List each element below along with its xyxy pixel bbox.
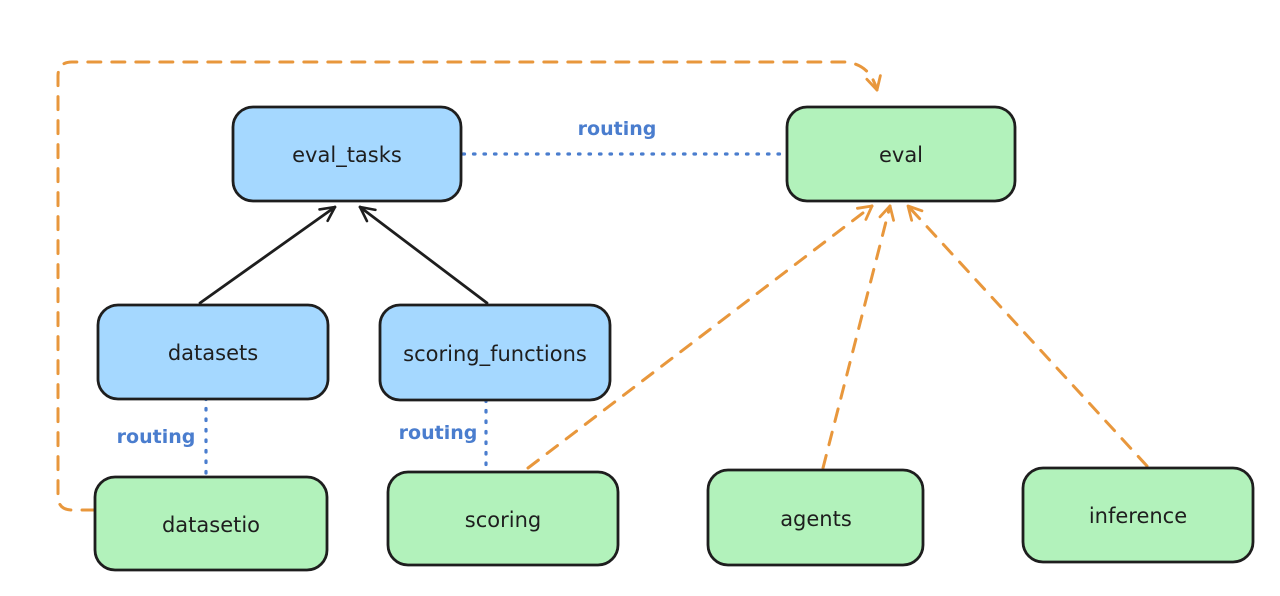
- node-eval-tasks: eval_tasks: [231, 105, 463, 203]
- node-datasets-label: datasets: [168, 341, 258, 365]
- node-inference-label: inference: [1089, 504, 1187, 528]
- edge-scoring-functions-to-eval-tasks-arrow: [358, 205, 489, 305]
- node-eval-box: [785, 105, 1017, 203]
- node-datasetio-box: [93, 475, 329, 572]
- node-scoring-functions: scoring_functions: [378, 303, 612, 402]
- node-eval-label: eval: [879, 143, 923, 167]
- routing-label-eval-tasks-eval: routing: [578, 118, 657, 140]
- edge-agents-to-eval-arrow: [821, 204, 895, 470]
- node-inference-box: [1021, 466, 1255, 564]
- node-agents-label: agents: [780, 507, 852, 531]
- node-scoring-functions-box: [378, 303, 612, 402]
- node-agents: agents: [706, 468, 925, 567]
- node-scoring-box: [386, 470, 620, 567]
- node-datasets-box: [96, 303, 330, 401]
- edge-datasetio-to-eval-loop-arrow: [56, 60, 882, 512]
- edge-datasets-to-eval-tasks-arrow: [198, 205, 337, 305]
- node-datasetio-label: datasetio: [162, 513, 260, 537]
- node-agents-box: [706, 468, 925, 567]
- routing-label-scoring-functions-scoring: routing: [399, 422, 478, 444]
- routing-label-datasets-datasetio: routing: [117, 426, 196, 448]
- node-scoring: scoring: [386, 470, 620, 567]
- node-datasetio: datasetio: [93, 475, 329, 572]
- node-inference: inference: [1021, 466, 1255, 564]
- node-datasets: datasets: [96, 303, 330, 401]
- node-eval-tasks-label: eval_tasks: [292, 143, 402, 168]
- edge-inference-to-eval-arrow: [906, 204, 1149, 468]
- node-eval-tasks-box: [231, 105, 463, 203]
- node-scoring-label: scoring: [465, 508, 541, 532]
- edge-scoring-to-eval-arrow: [526, 204, 874, 470]
- node-eval: eval: [785, 105, 1017, 203]
- node-scoring-functions-label: scoring_functions: [403, 342, 587, 367]
